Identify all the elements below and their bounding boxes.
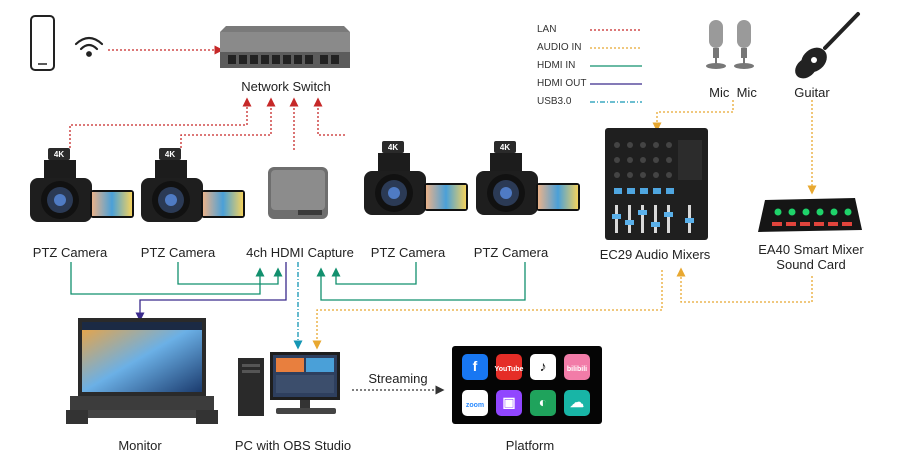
wifi-icon: [74, 36, 104, 57]
label-ptz-camera-2: PTZ Camera: [140, 245, 216, 260]
facebook-icon: f: [462, 354, 488, 380]
label-ptz-camera-4: PTZ Camera: [473, 245, 549, 260]
label-monitor: Monitor: [118, 438, 162, 453]
svg-text:bilibili: bilibili: [567, 366, 587, 373]
hdmi-in-line-camera-2: [177, 262, 283, 285]
audio-line-soundcard-mixer: [676, 267, 813, 303]
label-guitar: Guitar: [794, 85, 830, 100]
youtube-icon: YouTube: [495, 354, 524, 380]
audio-line-mixer-pc: [312, 270, 663, 350]
label-platform: Platform: [505, 438, 555, 453]
label-ptz-camera-1: PTZ Camera: [32, 245, 108, 260]
legend-label-hdmi-out: HDMI OUT: [537, 78, 587, 89]
svg-text:☁: ☁: [570, 394, 584, 410]
bilibili-icon: bilibili: [564, 354, 590, 380]
app-cloud-icon: ☁: [564, 390, 590, 416]
microphone-icon-2: [734, 20, 754, 69]
audio-line-mics-mixer: [652, 100, 734, 132]
sound-card-device: [758, 198, 862, 232]
smartphone-icon: [30, 15, 55, 71]
hdmi-in-line-camera-4: [316, 262, 526, 301]
svg-text:4K: 4K: [500, 143, 510, 152]
hdmi-in-line-camera-3: [331, 262, 417, 285]
audio-mixer-device: [605, 128, 708, 240]
svg-text:◐: ◐: [539, 394, 547, 410]
svg-text:zoom: zoom: [466, 402, 484, 409]
hdmi-capture-device: [268, 167, 328, 219]
svg-text:▣: ▣: [502, 394, 515, 410]
svg-text:4K: 4K: [165, 150, 175, 159]
monitor-device: [66, 318, 218, 424]
legend-label-usb30: USB3.0: [537, 96, 572, 107]
legend-label-audio-in: AUDIO IN: [537, 42, 582, 53]
lan-line-camera-1: [69, 97, 252, 148]
legend-label-hdmi-in: HDMI IN: [537, 60, 576, 71]
svg-text:f: f: [473, 358, 478, 374]
label-streaming: Streaming: [368, 371, 428, 386]
label-network-switch: Network Switch: [241, 79, 331, 94]
tiktok-icon: ♪: [530, 354, 556, 380]
network-switch-device: [220, 26, 350, 68]
pc-device: [238, 352, 340, 416]
ptz-camera-3: 4K: [364, 141, 468, 215]
ptz-camera-2: 4K: [141, 148, 245, 222]
label-hdmi-capture: 4ch HDMI Capture: [246, 245, 354, 260]
label-sound-card-line2: Sound Card: [776, 257, 846, 272]
twitch-icon: ▣: [496, 390, 522, 416]
svg-text:4K: 4K: [388, 143, 398, 152]
svg-text:♪: ♪: [540, 358, 547, 374]
ptz-camera-1: 4K: [30, 148, 134, 222]
legend-label-lan: LAN: [537, 24, 557, 35]
hdmi-in-line-camera-1: [70, 262, 265, 295]
lan-line-camera-2: [180, 97, 276, 148]
label-sound-card-line1: EA40 Smart Mixer: [758, 242, 864, 257]
lan-line-camera-3: [313, 97, 345, 136]
ptz-camera-4: 4K: [476, 141, 580, 215]
label-audio-mixer: EC29 Audio Mixers: [599, 247, 711, 262]
label-ptz-camera-3: PTZ Camera: [370, 245, 446, 260]
microphone-icon-1: [706, 20, 726, 69]
label-pc: PC with OBS Studio: [234, 438, 352, 453]
svg-text:YouTube: YouTube: [495, 366, 524, 373]
zoom-icon: zoom: [462, 390, 488, 416]
hdmi-out-line-monitor: [135, 262, 287, 322]
svg-text:4K: 4K: [54, 150, 64, 159]
label-mics: Mic Mic: [709, 85, 757, 100]
app-green-icon: ◐: [530, 390, 556, 416]
guitar-icon: [795, 12, 860, 79]
